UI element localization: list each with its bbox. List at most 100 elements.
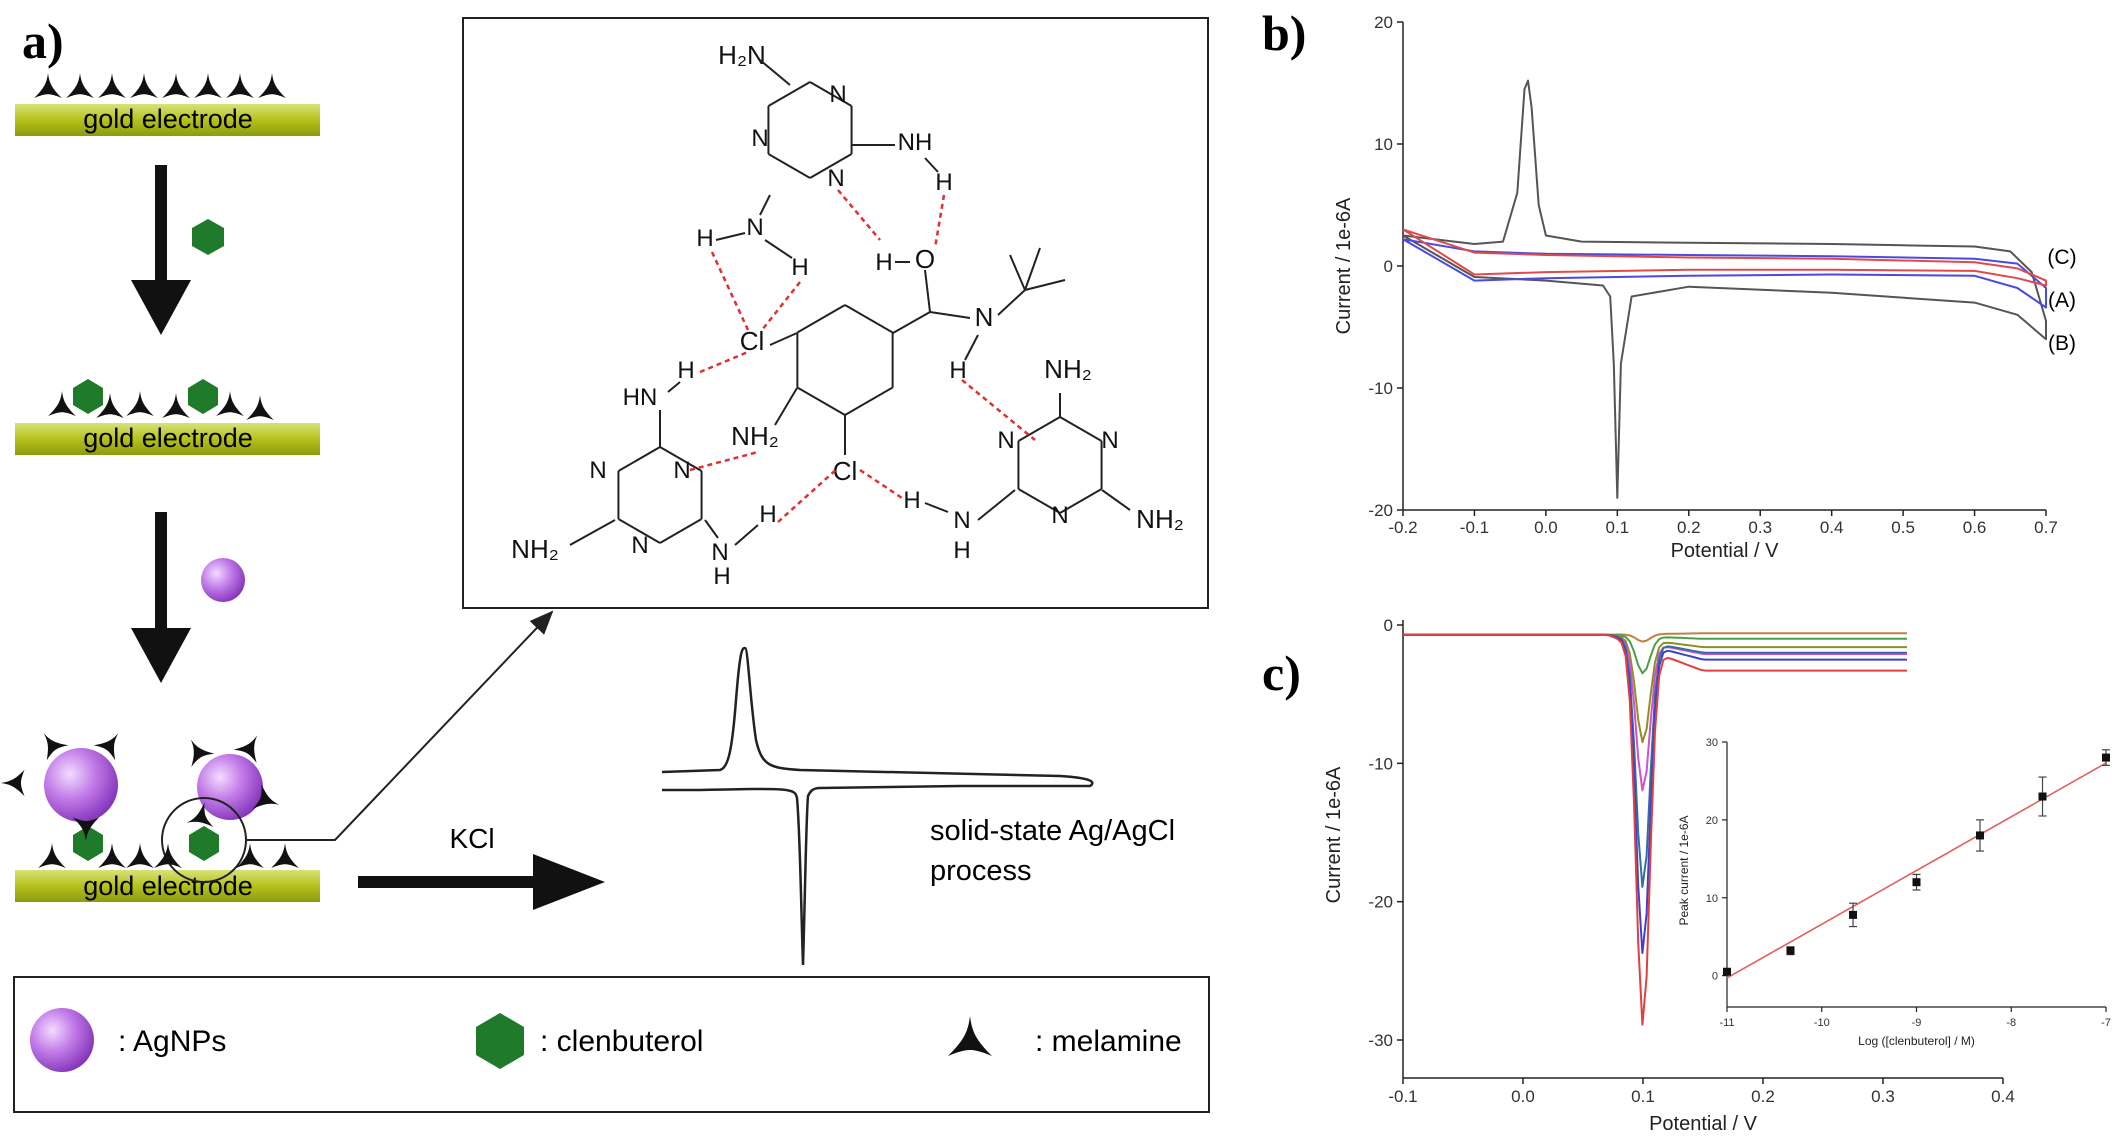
- bond: [844, 386, 894, 416]
- y-tick-label: -10: [1368, 754, 1393, 773]
- bond: [1017, 488, 1061, 514]
- schematic-cv-curve: [661, 646, 1094, 966]
- melamine-icon: [72, 817, 100, 842]
- atom-label: NH: [898, 129, 933, 156]
- y-tick-label: -10: [1368, 379, 1393, 398]
- clenbuterol-legend-icon: [476, 1013, 524, 1069]
- melamine-icon: [246, 395, 274, 420]
- y-tick-label: 0: [1384, 616, 1393, 635]
- x-tick-label: 0.3: [1871, 1087, 1895, 1106]
- atom-label: O: [915, 244, 935, 274]
- melamine-icon: [126, 391, 154, 416]
- curve-label-b: (B): [2048, 332, 2076, 355]
- atom-label: N: [827, 165, 844, 192]
- bond: [1059, 488, 1103, 514]
- atom-label: H: [953, 537, 970, 564]
- series-line-(C): [1402, 228, 2047, 287]
- data-point: [1849, 910, 1858, 919]
- x-tick-label: 0.2: [1677, 518, 1701, 537]
- bond: [767, 81, 811, 107]
- melamine-icon: [948, 1016, 992, 1056]
- melamine-shape: [98, 73, 126, 98]
- melamine-icon: [162, 73, 190, 98]
- bond: [1059, 416, 1103, 442]
- atom-label: NH₂: [1136, 504, 1184, 534]
- molecule-inset-box: [462, 17, 1209, 609]
- bond: [617, 518, 661, 544]
- melamine-shape: [154, 843, 182, 868]
- melamine-shape: [194, 73, 222, 98]
- electrode-step-3: gold electrode: [15, 870, 320, 902]
- atom-label: NH₂: [731, 421, 779, 451]
- atom-label: N: [673, 457, 690, 484]
- bond: [767, 153, 811, 179]
- y-tick-label: 20: [1374, 13, 1393, 32]
- bond: [774, 387, 798, 426]
- atom-label: H₂N: [718, 40, 766, 70]
- process-label-line-1: solid-state Ag/AgCl: [930, 815, 1175, 847]
- melamine-shape: [271, 843, 299, 868]
- data-point: [2038, 792, 2047, 801]
- bond: [924, 157, 939, 173]
- x-tick-label: -9: [1912, 1017, 1922, 1029]
- y-tick-label: 0: [1384, 257, 1393, 276]
- melamine-icon: [190, 739, 215, 767]
- atom-label: H: [677, 357, 694, 384]
- melamine-shape: [98, 843, 126, 868]
- series-line: [1403, 633, 1907, 1026]
- x-tick-label: 0.6: [1963, 518, 1987, 537]
- data-point: [2102, 753, 2110, 762]
- x-tick-label: -0.1: [1388, 1087, 1417, 1106]
- y-tick-label: -30: [1368, 1031, 1393, 1050]
- atom-label: N: [829, 81, 846, 108]
- clenbuterol-hexagon-icon: [189, 826, 219, 861]
- agnp-legend-icon: [30, 1008, 94, 1072]
- bond: [1024, 279, 1066, 291]
- bond: [977, 489, 1016, 521]
- atom-label: N: [953, 507, 970, 534]
- bond: [704, 519, 719, 539]
- bond: [1009, 254, 1026, 291]
- bond: [924, 502, 949, 513]
- legend-agnps: : AgNPs: [118, 1025, 226, 1058]
- x-tick-label: -7: [2101, 1017, 2111, 1029]
- melamine-icon: [162, 393, 190, 418]
- hydrogen-bond: [761, 281, 801, 331]
- melamine-icon: [98, 73, 126, 98]
- atom-label: Cl: [740, 326, 765, 356]
- melamine-icon: [226, 73, 254, 98]
- melamine-shape: [93, 733, 119, 761]
- atom-label: N: [589, 457, 606, 484]
- melamine-shape: [38, 843, 66, 868]
- atom-label: NH₂: [1044, 354, 1092, 384]
- melamine-shape: [130, 73, 158, 98]
- hydrogen-bond: [837, 189, 881, 241]
- melamine-icon: [96, 393, 124, 418]
- series-line-(B): [1402, 79, 2047, 499]
- bond: [769, 332, 798, 346]
- bond: [924, 269, 931, 313]
- gold-electrode-bar: [15, 423, 320, 455]
- melamine-icon: [93, 733, 119, 761]
- melamine-shape: [252, 784, 280, 810]
- melamine-shape: [948, 1016, 992, 1056]
- series-line-(A): [1402, 238, 2047, 309]
- atom-label: H: [949, 357, 966, 384]
- agnp-sphere-icon: [197, 754, 263, 820]
- bond: [929, 311, 971, 319]
- hydrogen-bond: [961, 379, 1036, 441]
- agnp-sphere-icon: [201, 558, 245, 602]
- gold-electrode-label: gold electrode: [83, 423, 253, 453]
- atom-label: HN: [623, 384, 658, 411]
- melamine-shape: [43, 733, 69, 761]
- gold-electrode-bar: [15, 870, 320, 902]
- melamine-shape: [126, 843, 154, 868]
- melamine-icon: [34, 73, 62, 98]
- x-tick-label: -0.1: [1460, 518, 1489, 537]
- melamine-shape: [162, 73, 190, 98]
- atom-label: H: [875, 249, 892, 276]
- y-tick-label: -20: [1368, 501, 1393, 520]
